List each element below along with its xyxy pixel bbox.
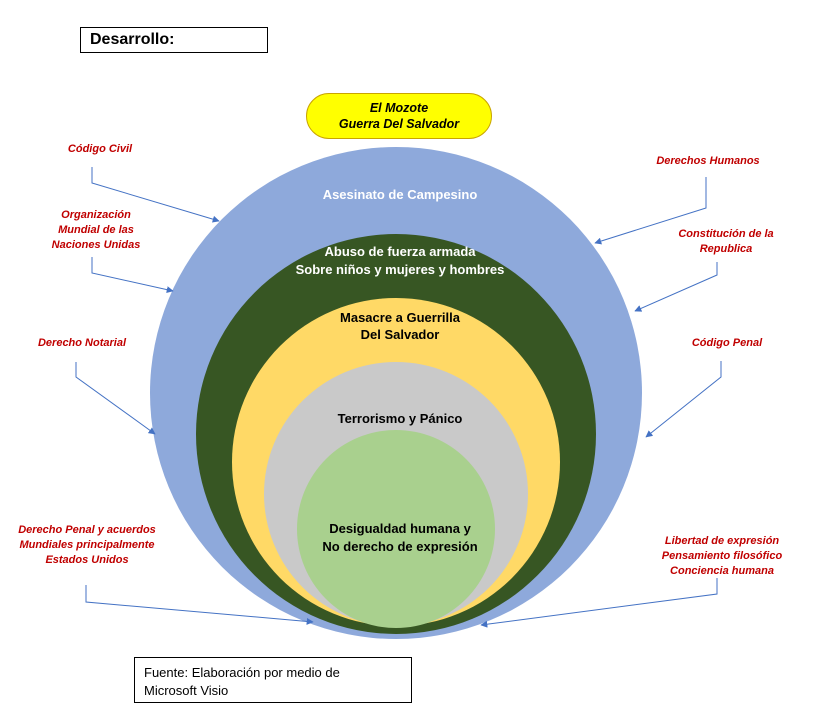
- arrow-codigo-penal: [645, 361, 722, 438]
- label-derecho-penal: Derecho Penal y acuerdos Mundiales princ…: [12, 523, 162, 568]
- ring-fuerza-text-2: Sobre niños y mujeres y hombres: [296, 262, 505, 277]
- pill-line-1: El Mozote: [369, 101, 429, 115]
- label-line: Código Penal: [691, 337, 763, 349]
- ring-campesino-text: Asesinato de Campesino: [323, 187, 478, 202]
- label-line: Derecho Penal y acuerdos: [18, 524, 156, 536]
- label-line: Republica: [699, 243, 753, 255]
- label-derecho-notarial: Derecho Notarial: [22, 336, 142, 351]
- top-topic-pill: El Mozote Guerra Del Salvador: [306, 93, 492, 139]
- label-line: Conciencia humana: [670, 565, 774, 577]
- label-organizacion: Organización Mundial de las Naciones Uni…: [34, 208, 158, 253]
- label-line: Pensamiento filosófico: [661, 550, 783, 562]
- label-libertad: Libertad de expresión Pensamiento filosó…: [652, 534, 792, 579]
- label-line: Organización: [61, 209, 131, 221]
- section-title-text: Desarrollo:: [90, 31, 175, 48]
- source-line-1: Fuente: Elaboración por medio de: [144, 665, 340, 680]
- label-line: Estados Unidos: [45, 554, 129, 566]
- ring-desigualdad-text-1: Desigualdad humana y: [329, 521, 471, 536]
- ring-desigualdad: [297, 430, 495, 628]
- ring-fuerza-text-1: Abuso de fuerza armada: [325, 244, 477, 259]
- label-codigo-civil: Código Civil: [40, 142, 160, 157]
- ring-terrorismo-text: Terrorismo y Pánico: [338, 411, 463, 426]
- arrow-codigo-civil: [91, 167, 220, 223]
- pill-line-2: Guerra Del Salvador: [338, 117, 460, 131]
- label-line: Naciones Unidas: [51, 239, 141, 251]
- source-caption: Fuente: Elaboración por medio de Microso…: [134, 657, 412, 703]
- label-derechos-humanos: Derechos Humanos: [648, 154, 768, 169]
- label-line: Constitución de la: [678, 228, 774, 240]
- arrow-constitucion: [634, 262, 718, 312]
- label-line: Derechos Humanos: [656, 155, 760, 167]
- ring-desigualdad-text-2: No derecho de expresión: [322, 539, 477, 554]
- label-line: Código Civil: [67, 143, 133, 155]
- arrow-derecho-notarial: [75, 362, 156, 435]
- section-title: Desarrollo:: [80, 27, 268, 53]
- label-line: Libertad de expresión: [664, 535, 780, 547]
- arrow-derecho-penal: [85, 585, 314, 625]
- label-line: Mundiales principalmente: [19, 539, 155, 551]
- label-codigo-penal: Código Penal: [672, 336, 782, 351]
- ring-masacre-text-1: Masacre a Guerrilla: [340, 310, 461, 325]
- arrow-derechos-humanos: [594, 177, 707, 245]
- source-line-2: Microsoft Visio: [144, 683, 229, 698]
- label-constitucion: Constitución de la Republica: [668, 227, 784, 257]
- label-line: Derecho Notarial: [37, 337, 127, 349]
- ring-masacre-text-2: Del Salvador: [361, 327, 440, 342]
- label-line: Mundial de las: [58, 224, 134, 236]
- arrow-libertad: [480, 578, 718, 628]
- arrow-organizacion: [91, 257, 174, 294]
